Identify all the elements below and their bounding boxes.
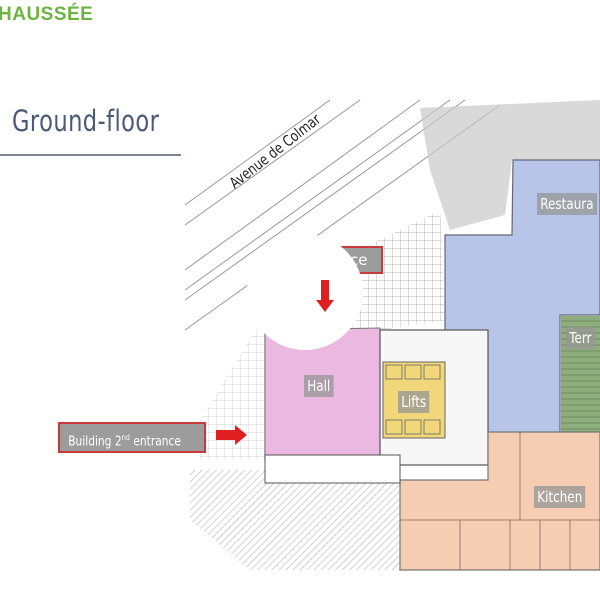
label-terrace: Terr — [566, 327, 595, 349]
hatched-area — [190, 470, 400, 570]
arrow-right-icon — [216, 425, 247, 445]
zone-kitchen — [399, 431, 600, 571]
page-title: Ground-floor — [12, 104, 160, 138]
section-heading: HAUSSÉE — [0, 4, 94, 25]
label-restaurant: Restaura — [537, 193, 597, 215]
side-ramp — [200, 330, 265, 460]
label-hall: Hall — [304, 375, 334, 397]
second-entrance-rest: entrance — [129, 434, 181, 450]
title-divider — [0, 154, 181, 156]
main-entrance-label: ce — [350, 251, 368, 269]
label-kitchen: Kitchen — [534, 486, 586, 508]
highlight-circle — [247, 234, 363, 350]
second-entrance-label: Building 2nd entrance — [58, 422, 206, 453]
arrow-down-icon — [316, 280, 334, 312]
landscape-area — [420, 100, 600, 230]
second-entrance-text: Building 2 — [68, 434, 122, 450]
label-lifts: Lifts — [398, 391, 430, 413]
service-rooms — [264, 454, 401, 484]
second-entrance-sup: nd — [121, 433, 130, 442]
